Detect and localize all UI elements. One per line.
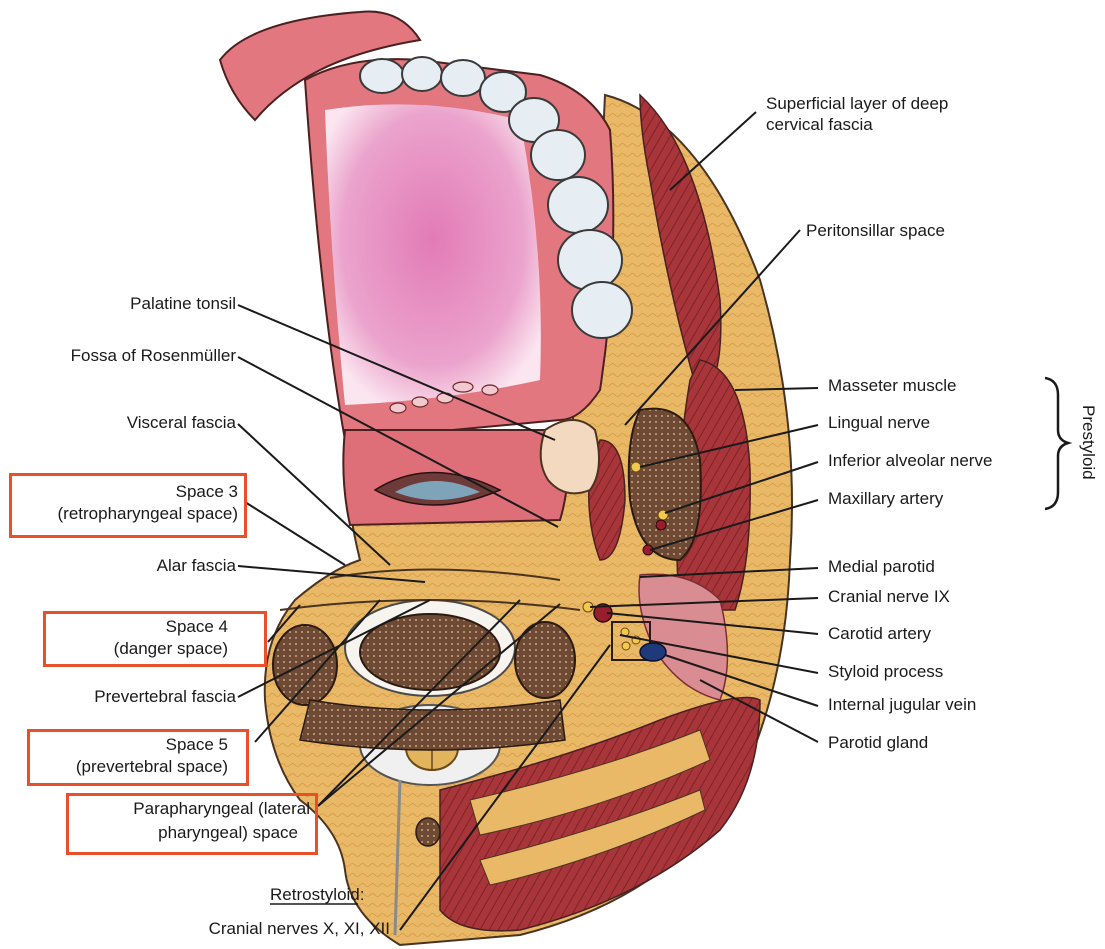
label-internal-jugular-vein: Internal jugular vein [828,695,976,715]
alveolar-artery-shape [656,520,666,530]
label-carotid-artery: Carotid artery [828,624,931,644]
label-space4-title: Space 4 [48,617,228,637]
label-fossa-rosenmuller: Fossa of Rosenmüller [20,346,236,366]
label-visceral-fascia: Visceral fascia [60,413,236,433]
label-peritonsillar-space: Peritonsillar space [806,221,945,241]
label-parotid-gland: Parotid gland [828,733,928,753]
palatine-tonsil-shape [541,420,599,493]
label-styloid-process: Styloid process [828,662,943,682]
small-bone-posterior [416,818,440,846]
label-inferior-alveolar-nerve: Inferior alveolar nerve [828,451,992,471]
label-medial-parotid: Medial parotid [828,557,935,577]
label-masseter-muscle: Masseter muscle [828,376,956,396]
label-lingual-nerve: Lingual nerve [828,413,930,433]
label-cranial-nerve-ix: Cranial nerve IX [828,587,950,607]
label-palatine-tonsil: Palatine tonsil [60,294,236,314]
label-retrostyloid-nerves: Cranial nerves X, XI, XII [150,919,390,939]
label-space3-desc: (retropharyngeal space) [14,504,238,524]
label-space3-title: Space 3 [14,482,238,502]
lingual-nerve-shape [631,462,641,472]
label-parapharyngeal-1: Parapharyngeal (lateral [72,799,310,819]
label-space5-title: Space 5 [32,735,228,755]
label-superficial-layer-2: cervical fascia [766,115,873,135]
transverse-process-left [273,625,337,705]
label-prestyloid: Prestyloid [1078,405,1098,480]
internal-jugular-shape [640,643,666,661]
label-retrostyloid-heading: Retrostyloid: [270,885,364,905]
label-superficial-layer-1: Superficial layer of deep [766,94,948,114]
label-maxillary-artery: Maxillary artery [828,489,943,509]
label-alar-fascia: Alar fascia [60,556,236,576]
label-prevertebral-fascia: Prevertebral fascia [20,687,236,707]
label-space5-desc: (prevertebral space) [32,757,228,777]
label-parapharyngeal-2: pharyngeal) space [72,823,298,843]
label-space4-desc: (danger space) [48,639,228,659]
palate-glow [325,104,541,405]
prestyloid-brace [1045,378,1068,509]
